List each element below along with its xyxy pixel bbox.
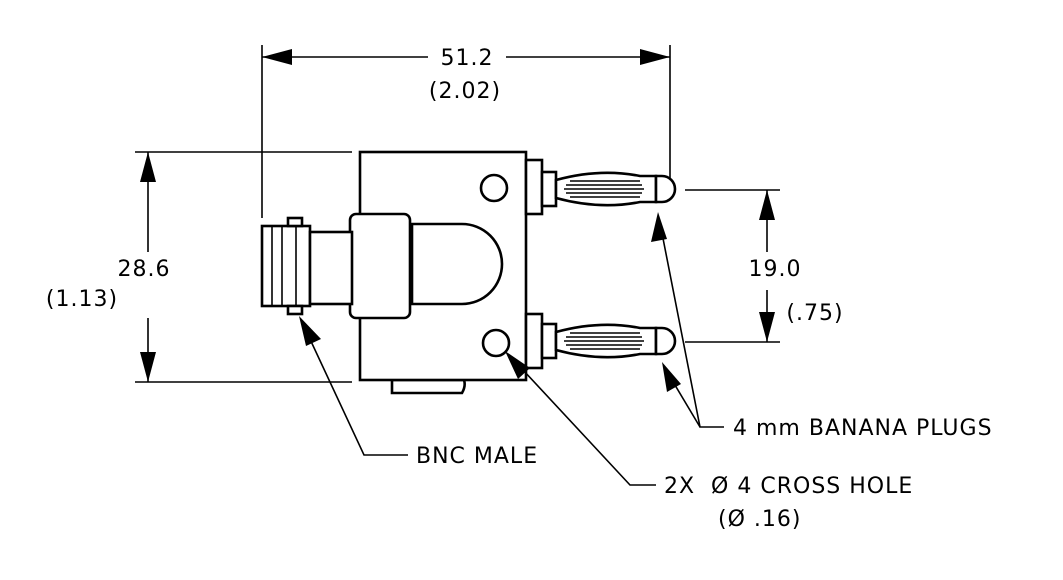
bnc-male-leader: BNC MALE [299,316,538,469]
cross-hole-leader-line [509,355,656,486]
plug-top-base [524,158,544,216]
width-inch-label: (2.02) [429,79,501,104]
cross-hole-bottom [481,328,511,358]
bottom-tab [390,378,466,395]
width-dimension: 51.2 (2.02) [261,45,671,218]
spacing-inch-label: (.75) [786,301,843,326]
plug-top-neck [540,170,558,208]
banana-plug-bottom [524,312,677,370]
banana-leader-arrow-bottom [662,362,681,392]
height-mm-label: 28.6 [118,257,171,282]
banana-plugs-label: 4 mm BANANA PLUGS [733,416,993,441]
insulator-dome [410,222,504,306]
spacing-arrow-top [759,190,775,220]
width-arrow-right [640,49,670,65]
banana-plug-top [524,158,677,216]
height-arrow-top [140,152,156,182]
spacing-dimension: 19.0 (.75) [685,189,843,343]
spacing-mm-label: 19.0 [749,257,802,282]
spacing-arrow-bottom [759,312,775,342]
cross-hole-leader-arrow [505,351,530,379]
adapter-body [260,150,528,395]
plug-bottom-base [524,312,544,370]
bnc-leader-arrow [299,316,321,346]
cross-hole-leader: 2X Ø 4 CROSS HOLE (Ø .16) [505,351,913,532]
cross-hole-label: 2X Ø 4 CROSS HOLE [664,474,913,499]
banana-plugs-leader: 4 mm BANANA PLUGS [651,212,993,441]
height-arrow-bottom [140,352,156,382]
bnc-male-label: BNC MALE [416,444,538,469]
plug-bottom-tip [654,326,677,356]
banana-leader-line-top [658,217,724,428]
plug-bottom-neck [540,322,558,360]
bnc-bayonet-pin-bottom [286,304,304,316]
cross-hole-inch-label: (Ø .16) [718,507,801,532]
width-mm-label: 51.2 [441,46,494,71]
height-dimension: 28.6 (1.13) [46,151,352,383]
bnc-bayonet-pin-top [286,216,304,228]
bnc-leader-line [301,321,408,456]
bnc-sleeve [308,230,354,306]
width-arrow-left [262,49,292,65]
bnc-barrel [260,224,312,308]
plug-top-tip [654,174,677,204]
banana-leader-arrow-top [651,212,667,242]
height-inch-label: (1.13) [46,287,118,312]
cross-hole-top [479,173,509,203]
bnc-collar [348,212,412,320]
